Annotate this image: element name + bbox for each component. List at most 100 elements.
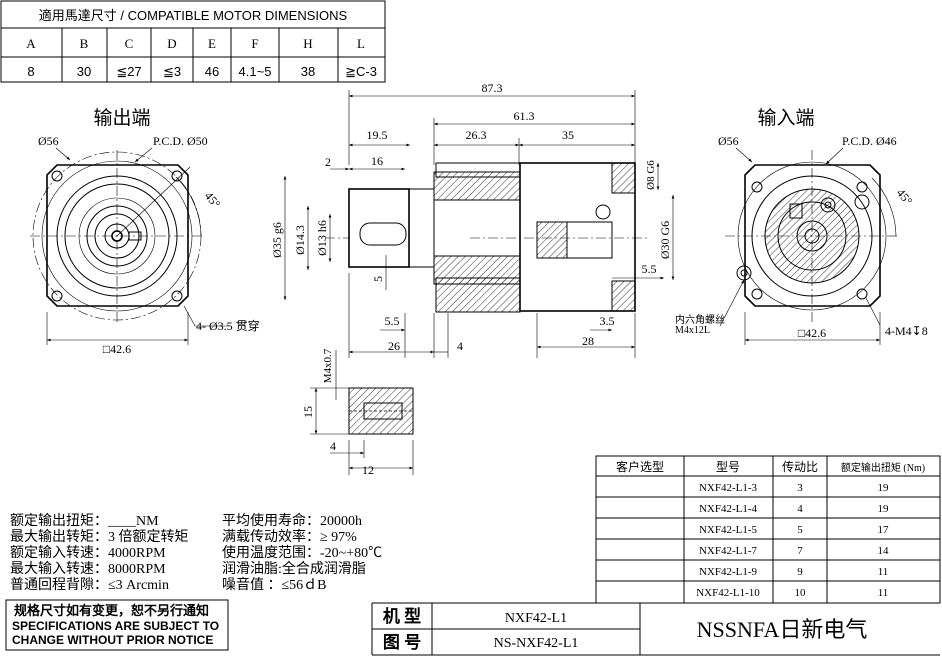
dim-35: 35 xyxy=(562,128,574,142)
ratio-row-3-model: NXF42-L1-5 xyxy=(699,524,758,536)
ratio-row-6-model: NXF42-L1-10 xyxy=(696,587,760,599)
compat-header-e: E xyxy=(208,36,216,51)
spec-left-3: 额定输入转速：4000RPM xyxy=(10,545,166,561)
compat-value-b: 30 xyxy=(77,64,91,79)
compat-header-b: B xyxy=(80,36,89,51)
ratio-row-3-torque: 17 xyxy=(878,524,890,536)
input-dia56: Ø56 xyxy=(718,134,739,148)
output-angle: 45° xyxy=(202,189,224,211)
specs-block: 额定输出扭矩：____NM 最大输出转矩：3 倍额定转矩 额定输入转速：4000… xyxy=(10,512,382,593)
key-dim-4: 4 xyxy=(330,439,336,453)
dim-5-5: 5.5 xyxy=(385,314,400,328)
dim-61-3: 61.3 xyxy=(514,109,535,123)
dim-26-3: 26.3 xyxy=(466,128,487,142)
ratio-row-1-torque: 19 xyxy=(878,482,890,494)
ratio-header-model: 型号 xyxy=(716,460,740,474)
compat-value-a: 8 xyxy=(27,64,34,79)
compat-table: 適用馬達尺寸 / COMPATIBLE MOTOR DIMENSIONS A B… xyxy=(0,0,386,83)
compat-header-f: F xyxy=(251,36,258,51)
compat-header-a: A xyxy=(26,36,36,51)
dim-8g6: Ø8 G6 xyxy=(645,160,657,190)
notice-cn: 规格尺寸如有变更，恕不另行通知 xyxy=(14,603,209,618)
dim-3-5: 3.5 xyxy=(600,314,615,328)
dim-5: 5 xyxy=(371,276,385,282)
input-end-view: 输入端 45° Ø56 P.C.D. Ø46 内六角螺丝 M4x12L xyxy=(675,107,928,345)
input-angle: 45° xyxy=(894,186,916,208)
spec-right-3: 使用温度范围：-20~+80℃ xyxy=(222,544,382,561)
ratio-row-4-torque: 14 xyxy=(878,545,890,557)
key-dim-15: 15 xyxy=(301,406,315,418)
key-m4: M4x0.7 xyxy=(322,348,334,383)
dim-19-5: 19.5 xyxy=(367,128,388,142)
model-value: NXF42-L1 xyxy=(505,611,567,626)
ratio-header-ratio: 传动比 xyxy=(782,459,818,474)
ratio-row-3-ratio: 5 xyxy=(797,524,803,536)
output-end-view: 输出端 45° Ø56 P.C.D. Ø50 4- Ø3.5 贯穿 xyxy=(30,107,260,356)
ratio-row-5-torque: 11 xyxy=(878,566,889,578)
input-threads: 4-M4↧8 xyxy=(885,324,928,338)
drawing-value: NS-NXF42-L1 xyxy=(494,636,579,651)
input-screw-label-1: 内六角螺丝 xyxy=(675,313,725,326)
compat-value-e: 46 xyxy=(205,64,219,79)
spec-left-2: 最大输出转矩：3 倍额定转矩 xyxy=(10,529,189,545)
drawing-label: 图 号 xyxy=(383,633,421,652)
ratio-row-2-torque: 19 xyxy=(878,503,890,515)
dim-35g6: Ø35 g6 xyxy=(270,222,284,258)
company-name: NSSNFA日新电气 xyxy=(697,617,868,642)
output-pcd: P.C.D. Ø50 xyxy=(153,134,208,148)
dim-2: 2 xyxy=(325,155,331,169)
spec-right-5: 噪音值 ：≤56ｄB xyxy=(222,576,327,593)
input-square: □42.6 xyxy=(798,326,826,340)
key-dim-12: 12 xyxy=(362,463,374,477)
spec-right-2: 满载传动效率：≥ 97% xyxy=(222,528,357,545)
compat-header-d: D xyxy=(167,36,176,51)
dim-87-3: 87.3 xyxy=(482,81,503,95)
ratio-header-torque: 额定输出扭矩 (Nm) xyxy=(841,461,925,474)
spec-left-5: 普通回程背隙：≤3 Arcmin xyxy=(10,577,169,593)
ratio-row-2-model: NXF42-L1-4 xyxy=(699,503,758,515)
dim-16: 16 xyxy=(371,154,383,168)
ratio-header-customer: 客户选型 xyxy=(616,459,664,474)
input-pcd: P.C.D. Ø46 xyxy=(842,134,897,148)
ratio-table: 客户选型 型号 传动比 额定输出扭矩 (Nm) NXF42-L1-3 3 19 … xyxy=(595,455,941,604)
ratio-row-4-model: NXF42-L1-7 xyxy=(699,545,758,557)
ratio-row-5-ratio: 9 xyxy=(797,566,803,578)
side-section-view: 87.3 61.3 19.5 26.3 35 2 16 xyxy=(270,81,675,358)
notice-en-2: CHANGE WITHOUT PRIOR NOTICE xyxy=(12,633,213,647)
model-label: 机 型 xyxy=(383,606,421,626)
ratio-row-1-ratio: 3 xyxy=(797,482,803,494)
compat-header-c: C xyxy=(125,36,134,51)
compat-table-title: 適用馬達尺寸 / COMPATIBLE MOTOR DIMENSIONS xyxy=(39,8,348,23)
spec-right-4: 润滑油脂:全合成润滑脂 xyxy=(222,560,366,577)
dim-28: 28 xyxy=(582,334,594,348)
compat-header-l: L xyxy=(357,36,365,51)
input-screw-label-2: M4x12L xyxy=(675,325,710,336)
ratio-row-1-model: NXF42-L1-3 xyxy=(699,482,758,494)
dim-14-3: Ø14.3 xyxy=(293,225,307,255)
output-square: □42.6 xyxy=(103,342,131,356)
compat-value-c: ≦27 xyxy=(116,64,141,79)
ratio-row-6-torque: 11 xyxy=(878,587,889,599)
dim-30g6: Ø30 G6 xyxy=(658,221,672,259)
ratio-row-2-ratio: 4 xyxy=(797,503,803,515)
dim-13h6: Ø13 h6 xyxy=(315,220,329,256)
output-dia56: Ø56 xyxy=(38,134,59,148)
compat-header-h: H xyxy=(303,36,312,51)
compat-value-h: 38 xyxy=(301,64,315,79)
notice-en-1: SPECIFICATIONS ARE SUBJECT TO xyxy=(12,619,219,633)
ratio-row-4-ratio: 7 xyxy=(797,545,803,557)
key-detail-view: 15 M4x0.7 4 12 xyxy=(301,348,414,477)
spec-left-1: 额定输出扭矩：____NM xyxy=(10,513,159,529)
dim-4: 4 xyxy=(457,339,463,353)
compat-value-d: ≦3 xyxy=(163,64,181,79)
spec-left-4: 最大输入转速：8000RPM xyxy=(10,561,166,577)
ratio-row-6-ratio: 10 xyxy=(795,587,807,599)
ratio-row-5-model: NXF42-L1-9 xyxy=(699,566,758,578)
input-view-title: 输入端 xyxy=(757,107,814,129)
compat-value-l: ≧C-3 xyxy=(345,64,377,79)
dim-26: 26 xyxy=(388,339,400,353)
title-block: 规格尺寸如有变更，恕不另行通知 SPECIFICATIONS ARE SUBJE… xyxy=(5,599,940,656)
output-view-title: 输出端 xyxy=(93,107,150,129)
dim-5-5-right: 5.5 xyxy=(642,262,657,276)
